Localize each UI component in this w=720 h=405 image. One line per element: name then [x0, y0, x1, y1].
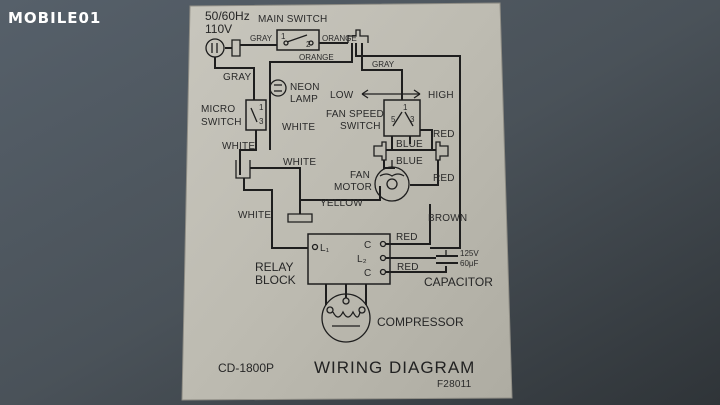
supply-frequency: 50/60Hz	[205, 9, 250, 23]
double-arrow-icon	[361, 89, 421, 99]
main-switch-pin1: 1	[281, 32, 286, 41]
neon-lamp-label-1: NEON	[290, 82, 320, 93]
main-switch-label: MAIN SWITCH	[258, 14, 327, 25]
diagram-title: WIRING DIAGRAM	[314, 358, 475, 377]
wire-label-white-mid: WHITE	[283, 157, 316, 168]
relay-pin-l2: L₂	[357, 254, 367, 265]
ground-connector	[287, 213, 313, 223]
wire-label-brown: BROWN	[428, 213, 467, 224]
wire-label-blue1: BLUE	[396, 139, 423, 150]
wire-label-blue2: BLUE	[396, 156, 423, 167]
wire-label-red-fan1: RED	[433, 129, 455, 140]
capacitor-symbol	[436, 250, 458, 264]
wire-label-red-relay2: RED	[397, 262, 419, 273]
neon-lamp-label-2: LAMP	[290, 94, 318, 105]
diagram-code: F28011	[437, 379, 472, 390]
fan-speed-label-2: SWITCH	[340, 121, 381, 132]
micro-switch-label-2: SWITCH	[201, 117, 242, 128]
fan-motor-label-1: FAN	[350, 170, 370, 181]
left-connector	[373, 141, 387, 161]
paper-card	[182, 3, 512, 400]
relay-pin-c1: C	[364, 240, 371, 251]
top-connector	[347, 29, 369, 43]
fan-low-label: LOW	[330, 90, 354, 101]
wire-label-white-bottom: WHITE	[238, 210, 271, 221]
wire-label-orange-lamp: ORANGE	[299, 53, 334, 62]
wire-label-yellow: YELLOW	[320, 198, 363, 209]
watermark-text: MOBILE01	[8, 9, 101, 27]
relay-pin-c3: C	[364, 268, 371, 279]
relay-pin-l1: L₁	[320, 243, 330, 254]
supply-voltage: 110V	[205, 22, 232, 36]
fan-high-label: HIGH	[428, 90, 454, 101]
model-number: CD-1800P	[218, 361, 274, 375]
wire-label-white-micro: WHITE	[282, 122, 315, 133]
fan-speed-pin1: 1	[403, 103, 408, 112]
wire-label-gray-plug: GRAY	[250, 34, 273, 43]
fan-speed-label-1: FAN SPEED	[326, 109, 384, 120]
fan-speed-switch-symbol: 1 5 3	[383, 99, 421, 137]
wire-label-gray-micro: GRAY	[223, 72, 252, 83]
relay-label-2: BLOCK	[255, 273, 296, 287]
wire-label-red-relay1: RED	[396, 232, 418, 243]
micro-switch-pin3: 3	[259, 117, 264, 126]
capacitor-capacitance: 60μF	[460, 259, 479, 268]
main-switch-pin2: 2	[306, 40, 311, 49]
capacitor-voltage: 125V	[460, 249, 479, 258]
watermark-logo: MOBILE01	[8, 9, 101, 27]
fan-motor-symbol	[374, 160, 410, 202]
capacitor-label: CAPACITOR	[424, 275, 493, 289]
fan-motor-label-2: MOTOR	[334, 182, 372, 193]
compressor-label: COMPRESSOR	[377, 315, 464, 329]
fan-speed-pin3: 3	[410, 115, 415, 124]
micro-switch-label-1: MICRO	[201, 104, 235, 115]
fan-speed-pin5: 5	[391, 115, 396, 124]
wire-label-orange-switch: ORANGE	[322, 34, 357, 43]
main-switch-symbol: 1 2	[276, 29, 320, 51]
relay-label-1: RELAY	[255, 260, 293, 274]
compressor-symbol	[321, 293, 371, 343]
wire-label-red-fan2: RED	[433, 173, 455, 184]
wire-label-gray-fan: GRAY	[372, 60, 395, 69]
right-connector	[435, 141, 449, 161]
micro-switch-pin1: 1	[259, 103, 264, 112]
neon-lamp-symbol	[269, 68, 287, 150]
wire-label-white-left: WHITE	[222, 141, 255, 152]
